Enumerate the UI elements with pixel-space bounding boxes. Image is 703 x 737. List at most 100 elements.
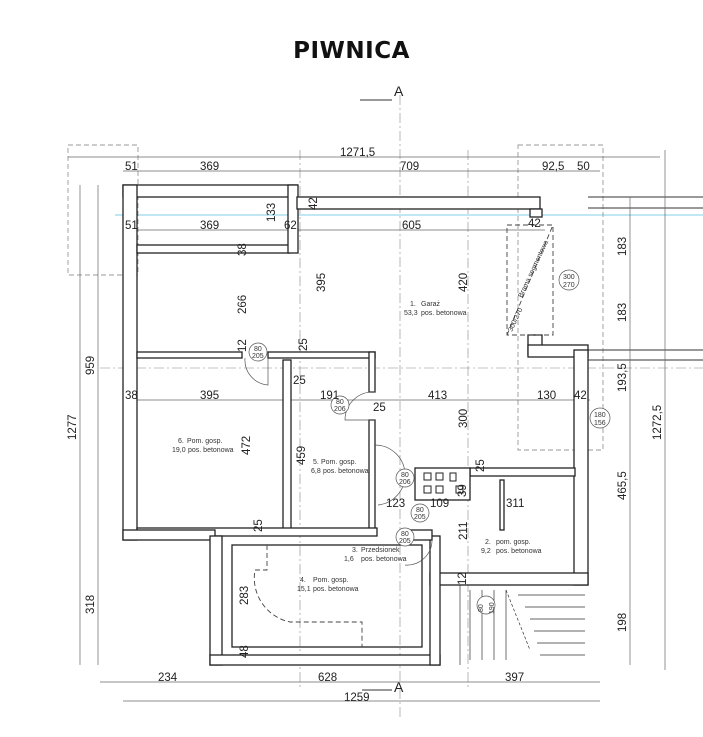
dim: 193,5	[617, 363, 629, 392]
plan-label: 2.	[485, 539, 491, 546]
dim: 605	[402, 220, 421, 232]
dimension-labels: 1271,5 51 369 709 92,5 50 51 369 62 605 …	[67, 147, 664, 704]
dim: 959	[85, 356, 97, 375]
dim: 191	[320, 390, 339, 402]
plan-label: 80	[401, 472, 409, 479]
dim: 48	[239, 645, 251, 658]
garage-gate-size: 300/270	[507, 307, 524, 333]
plan-label: Pom. gosp.	[313, 577, 348, 584]
dim: 50	[577, 161, 590, 173]
plan-label: Garaż	[421, 301, 441, 308]
plan-label: 205	[414, 514, 426, 521]
plan-label: A	[394, 679, 404, 695]
chimney-flues	[423, 472, 464, 494]
plan-label: 6.	[178, 438, 184, 445]
plan-label: 205	[252, 353, 264, 360]
garage-gate: Brama segmentowa 300/270	[506, 224, 554, 336]
plan-label: 156	[594, 420, 606, 427]
plan-label: 4.	[300, 577, 306, 584]
dim: 311	[506, 498, 524, 510]
plan-label: 19,0	[172, 447, 186, 454]
dim: 395	[316, 273, 328, 292]
section-marker-bottom: A	[362, 679, 404, 695]
dim: 234	[158, 672, 178, 684]
dim: 38	[237, 243, 249, 256]
plan-label: 270	[563, 282, 575, 289]
dim: 318	[85, 595, 97, 614]
walls	[122, 184, 589, 666]
dim: 12	[457, 572, 469, 585]
dim: 465,5	[617, 471, 629, 500]
dim: 397	[505, 672, 524, 684]
dim: 25	[373, 402, 386, 414]
plan-label: pos. betonowa	[188, 447, 234, 454]
dim: 51	[125, 220, 138, 232]
dim: 198	[617, 613, 629, 632]
dim: 12	[237, 339, 249, 352]
dim: 133	[266, 203, 278, 222]
plan-label: 5.	[313, 459, 319, 466]
plan-label: pom. gosp.	[496, 539, 531, 546]
dim: 183	[617, 303, 629, 322]
dim: 25	[293, 375, 306, 387]
dim: 413	[428, 390, 447, 402]
dim: 369	[200, 220, 219, 232]
dim: 183	[617, 237, 629, 256]
dim: 1271,5	[340, 147, 375, 159]
dimension-lines	[68, 150, 666, 702]
page-title: PIWNICA	[293, 38, 410, 64]
dim: 25	[253, 519, 265, 532]
plan-label: 190	[489, 602, 496, 614]
plan-label: 53,3	[404, 310, 418, 317]
dim: 472	[241, 436, 253, 455]
room-4-outline	[253, 545, 363, 647]
section-marker-top: A	[360, 83, 404, 101]
dim: 211	[458, 522, 470, 540]
dim: 130	[537, 390, 556, 402]
dim: 300	[458, 409, 470, 428]
dim: 1272,5	[652, 405, 664, 440]
dim: 42	[308, 197, 320, 210]
plan-label: 206	[334, 406, 346, 413]
plan-label: pos. betonowa	[496, 548, 542, 555]
dim: 25	[475, 459, 487, 472]
dim: 459	[296, 446, 308, 465]
dim: 1277	[67, 414, 79, 440]
plan-label: 9,2	[481, 548, 491, 555]
plan-label: pos. betonowa	[361, 556, 407, 563]
plan-label: Pom. gosp.	[187, 438, 222, 445]
dim: 109	[430, 498, 449, 510]
dim: 395	[200, 390, 219, 402]
dim: 62	[284, 220, 297, 232]
dim: 369	[200, 161, 219, 173]
plan-label: 205	[399, 538, 411, 545]
plan-label: 15,1	[297, 586, 311, 593]
dim: 123	[386, 498, 405, 510]
dim: 39	[457, 484, 469, 497]
plan-label: 6,8	[311, 468, 321, 475]
dim: 42	[528, 218, 541, 230]
plan-label: 80	[401, 531, 409, 538]
plan-label: 1.	[410, 301, 416, 308]
dim: 92,5	[542, 161, 564, 173]
plan-label: 180	[594, 412, 606, 419]
dim: 266	[237, 295, 249, 314]
plan-label: pos. betonowa	[313, 586, 359, 593]
plan-label: 300	[563, 274, 575, 281]
plan-label: pos. betonowa	[421, 310, 467, 317]
dim: 25	[298, 338, 310, 351]
